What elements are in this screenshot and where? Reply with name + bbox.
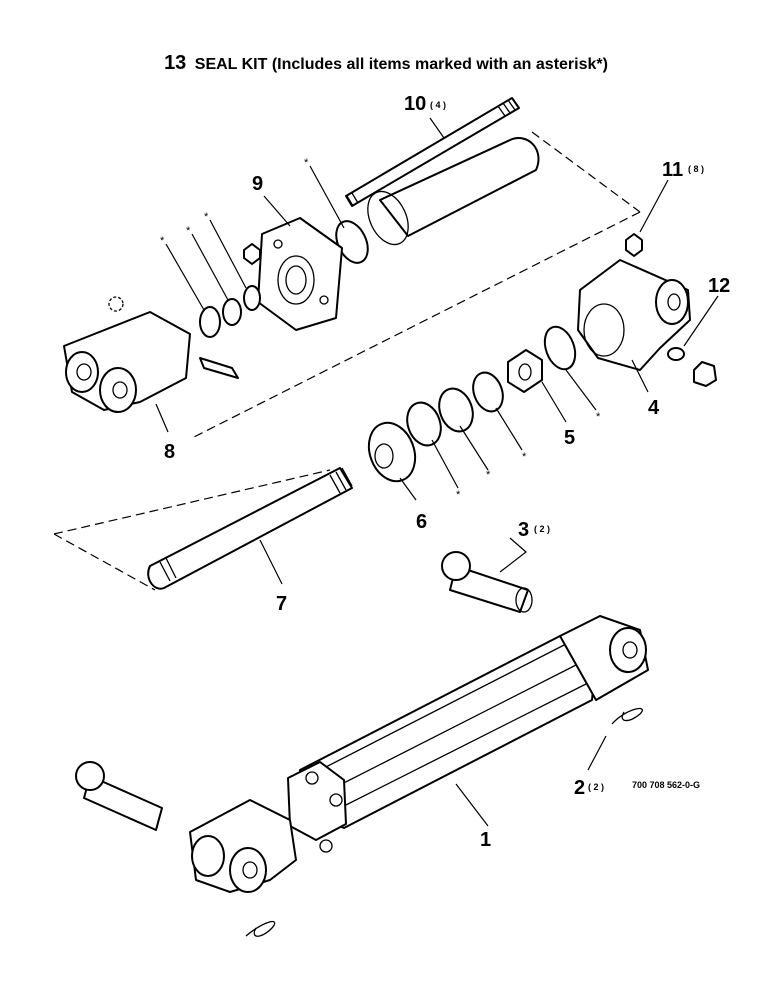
rear-head-part [577,259,691,371]
tie-rod-part [345,97,520,207]
asterisk-6: * [522,451,527,463]
asterisk-7: * [596,411,601,423]
cylinder-tube [367,137,540,246]
callout-11: 11 [662,159,683,181]
callout-10: 10 [404,93,426,115]
leader-4 [631,359,649,393]
leader-10 [429,117,445,139]
leader-ast-6 [495,407,523,451]
fitting-part [667,347,717,387]
leader-12 [683,295,719,347]
assembled-cylinder [189,615,649,893]
leader-2 [587,735,607,771]
seal-kit-title: 13 SEAL KIT (Includes all items marked w… [0,52,772,75]
leader-ast-2 [191,233,229,301]
leader-ast-3 [209,219,247,289]
callout-2-qty: ( 2 ) [588,782,604,792]
asterisk-5: * [486,469,491,481]
tie-rod-nut-part [625,233,643,257]
callout-9: 9 [252,173,263,195]
leader-6 [399,477,417,501]
seal-kit-number: 13 [164,52,187,74]
callout-1: 1 [480,829,491,851]
leader-ast-4 [431,439,459,489]
seal-kit-text: SEAL KIT (Includes all items marked with… [194,56,608,73]
backup-ring [243,285,261,311]
leader-11 [639,179,669,233]
clevis-pin-part [441,551,533,613]
leader-1 [455,783,489,827]
callout-3: 3 [518,519,529,541]
nut-small-9 [243,243,261,265]
callout-7: 7 [276,593,287,615]
front-head-part [257,217,343,331]
asterisk-3: * [204,211,209,223]
clevis-pin-left [75,761,163,831]
drawing-code: 700 708 562-0-G [632,780,700,790]
asterisk-tube: * [304,157,309,169]
callout-6: 6 [416,511,427,533]
leader-3 [499,537,527,573]
callout-4: 4 [648,397,660,419]
assembly-guide-lower [53,533,156,591]
callout-10-qty: ( 4 ) [430,100,446,110]
leader-5 [541,381,567,423]
piston-seal-3 [472,371,504,413]
asterisk-2: * [186,225,191,237]
callout-5: 5 [564,427,575,449]
asterisk-1: * [160,235,165,247]
leader-9 [263,195,291,227]
o-ring-rear [543,325,577,371]
assembly-guide-upper [531,131,641,213]
cotter-pin-left [245,920,276,937]
piston-nut-part [507,349,543,393]
cotter-pin-right [611,707,643,725]
callout-2: 2 [574,777,585,799]
leader-ast-7 [565,369,597,411]
leader-ast-1 [165,243,205,311]
rod-clevis-part [63,296,239,413]
piston-rod-part [147,467,353,590]
leader-8 [155,403,169,433]
leader-ast-5 [459,425,489,471]
callout-12: 12 [708,275,730,297]
leader-7 [259,539,283,585]
asterisk-4: * [456,489,461,501]
callout-11-qty: ( 8 ) [688,164,704,174]
callout-3-qty: ( 2 ) [534,524,550,534]
leader-ast-tube [309,165,345,229]
piston-seal-1 [406,401,442,447]
callout-8: 8 [164,441,175,463]
wiper-ring [199,306,221,338]
rod-seal-ring [222,298,242,326]
assembly-guide-rod [53,469,331,535]
